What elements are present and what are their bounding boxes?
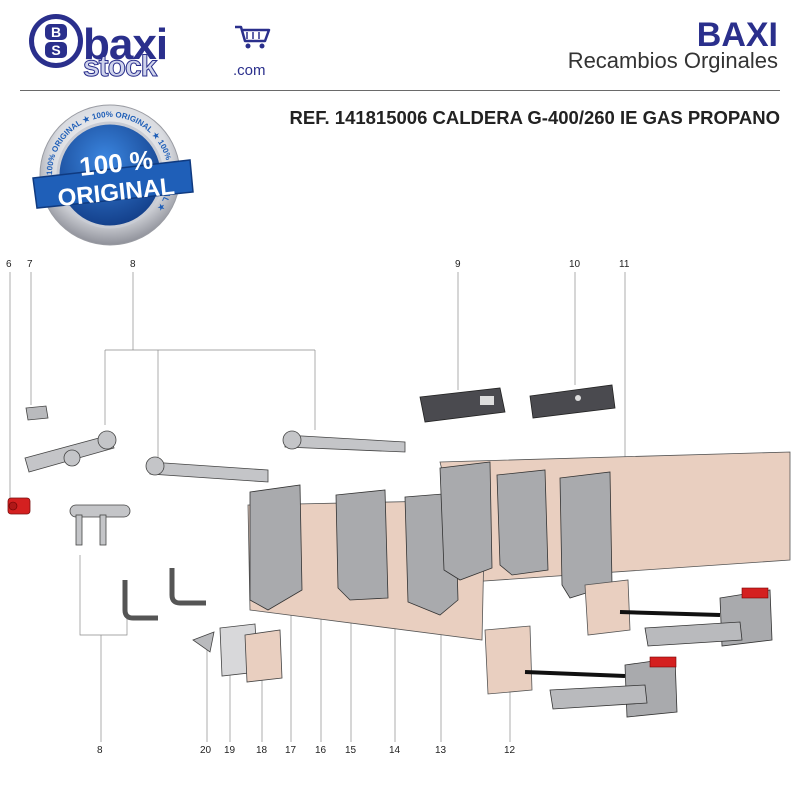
sensor-block-7 [25, 405, 49, 421]
page-title: REF. 141815006 CALDERA G-400/260 IE GAS … [289, 107, 780, 128]
callout-17: 17 [285, 745, 297, 756]
logo-domain: .com [233, 62, 266, 79]
callout-7: 7 [27, 259, 33, 270]
callout-13: 13 [435, 745, 447, 756]
callout-20: 20 [200, 745, 212, 756]
callout-10: 10 [569, 259, 581, 270]
logo-word-stock: stock [82, 50, 157, 84]
brand-name: BAXI [696, 16, 778, 54]
header-divider [20, 90, 780, 91]
control-module-10 [529, 384, 616, 419]
callout-19: 19 [224, 745, 236, 756]
burner-assembly-upper [584, 579, 773, 647]
brand-tagline: Recambios Orginales [567, 48, 778, 73]
control-module-9 [419, 387, 506, 423]
callout-9: 9 [455, 259, 461, 270]
logo-word-baxi: baxi [83, 20, 168, 69]
rear-panel-11 [439, 451, 791, 583]
baxistock-logo[interactable]: B S baxi stock .com [28, 12, 288, 84]
original-seal-icon: 100% ORIGINAL ★ 100% ORIGINAL ★ 100% ORI… [32, 104, 194, 246]
shopping-cart-icon [235, 25, 271, 49]
pump-6 [7, 497, 31, 515]
svg-text:B: B [51, 24, 61, 40]
gasket-18 [244, 629, 283, 683]
callout-18: 18 [256, 745, 268, 756]
callout-8-top: 8 [130, 259, 136, 270]
svg-text:S: S [51, 42, 60, 58]
burner-assembly-lower [484, 625, 678, 718]
callout-8-bottom: 8 [97, 745, 103, 756]
callout-12: 12 [504, 745, 516, 756]
callout-16: 16 [315, 745, 327, 756]
bracket-20 [192, 631, 215, 653]
baxistock-emblem-icon: B S [29, 14, 83, 68]
exploded-parts-diagram [7, 272, 791, 742]
callout-11: 11 [619, 259, 630, 270]
callout-14: 14 [389, 745, 401, 756]
callout-15: 15 [345, 745, 357, 756]
boiler-sections [249, 461, 613, 616]
callout-6: 6 [6, 259, 12, 270]
pipes-8 [24, 430, 406, 621]
